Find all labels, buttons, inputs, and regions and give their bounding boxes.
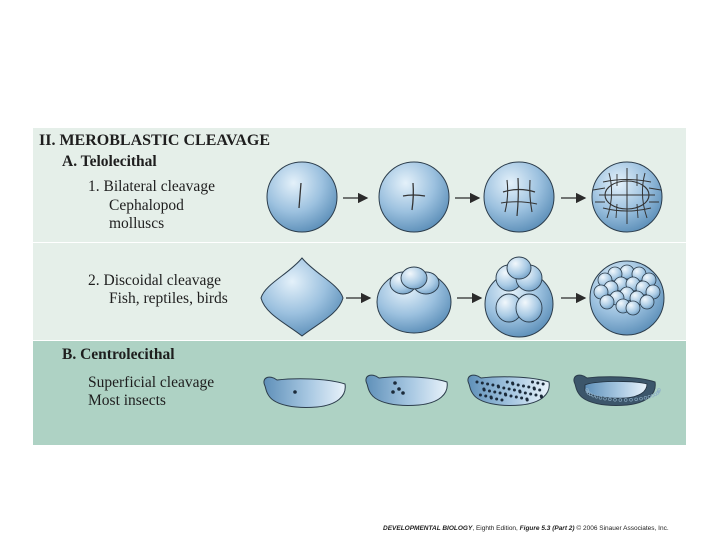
caption-part: (Part 2) bbox=[552, 525, 575, 532]
superficial-stage-4 bbox=[573, 374, 661, 406]
figure-caption: DEVELOPMENTAL BIOLOGY, Eighth Edition, F… bbox=[383, 525, 669, 532]
discoidal-stage-3 bbox=[484, 256, 554, 338]
cleavage-illustrations bbox=[260, 161, 665, 408]
caption-copyright: © 2006 Sinauer Associates, Inc. bbox=[574, 525, 669, 532]
bilateral-label: 1. Bilateral cleavage bbox=[88, 178, 215, 195]
telolecithal-heading: A. Telolecithal bbox=[62, 153, 157, 170]
superficial-example: Most insects bbox=[88, 392, 166, 409]
bilateral-example-1: Cephalopod bbox=[109, 197, 184, 214]
centrolecithal-panel bbox=[33, 341, 686, 445]
cleavage-figure: II. MEROBLASTIC CLEAVAGE A. Telolecithal… bbox=[33, 128, 686, 445]
bilateral-stage-4 bbox=[591, 161, 663, 233]
bilateral-stage-1 bbox=[266, 161, 338, 233]
superficial-label: Superficial cleavage bbox=[88, 374, 215, 391]
caption-figure: Figure 5.3 bbox=[517, 525, 553, 532]
discoidal-stage-4 bbox=[589, 260, 665, 336]
bilateral-cleavage-panel bbox=[33, 128, 686, 242]
bilateral-example-2: molluscs bbox=[109, 215, 165, 232]
centrolecithal-heading: B. Centrolecithal bbox=[62, 346, 175, 363]
bilateral-stage-2 bbox=[378, 161, 450, 233]
discoidal-stage-2 bbox=[376, 266, 452, 334]
bilateral-stage-3 bbox=[483, 161, 555, 233]
superficial-stage-3 bbox=[467, 374, 550, 406]
discoidal-example: Fish, reptiles, birds bbox=[109, 290, 228, 307]
caption-edition: , Eighth Edition, bbox=[472, 525, 518, 532]
discoidal-cleavage-panel bbox=[33, 243, 686, 340]
section-title: II. MEROBLASTIC CLEAVAGE bbox=[39, 132, 271, 149]
superficial-stage-2 bbox=[365, 374, 448, 406]
caption-title: DEVELOPMENTAL BIOLOGY bbox=[383, 525, 473, 532]
discoidal-stage-1 bbox=[260, 257, 344, 337]
superficial-stage-1 bbox=[263, 376, 346, 408]
discoidal-label: 2. Discoidal cleavage bbox=[88, 272, 221, 289]
